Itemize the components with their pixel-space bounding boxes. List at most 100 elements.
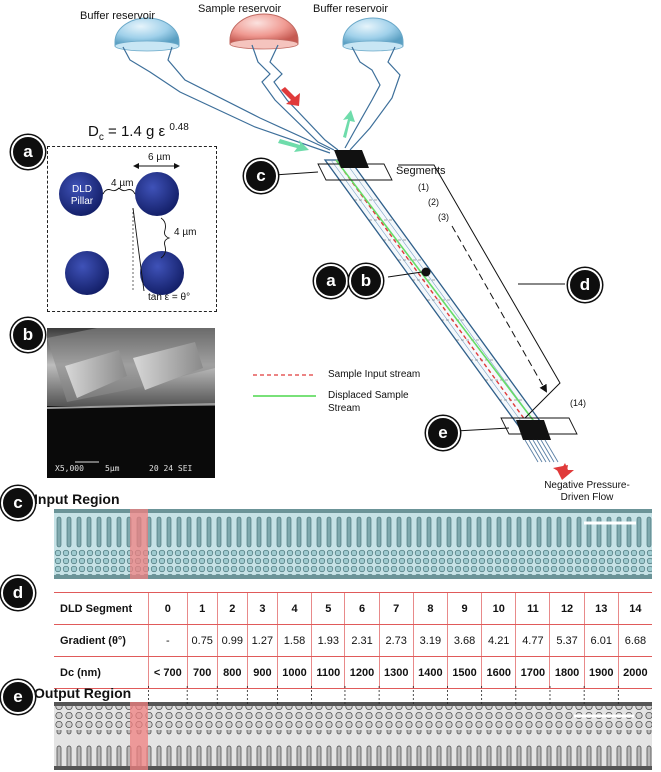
table-cell: - [148, 624, 188, 657]
panel-b-label: b [11, 318, 45, 352]
table-cell: 2 [216, 592, 248, 625]
table-cell: 1.93 [311, 624, 345, 657]
pillar-label-line1: DLD [71, 184, 92, 195]
sem-image: X5,000 5µm 20 24 SEI [47, 328, 215, 478]
table-cell: 0.75 [186, 624, 218, 657]
segment-14-label: (14) [570, 398, 587, 408]
table-cell: 2000 [617, 656, 652, 689]
table-cell: 2.73 [378, 624, 414, 657]
table-cell: 3.68 [446, 624, 482, 657]
table-cell: 2.31 [344, 624, 380, 657]
segments-title: Segments [396, 165, 446, 177]
row-header: Gradient (θ°) [54, 624, 149, 657]
panel-a-label: a [11, 135, 45, 169]
table-cell: 4 [276, 592, 312, 625]
dld-pillar-label: DLD Pillar [62, 184, 102, 208]
segments-bracket [398, 164, 561, 419]
table-cell: 0.99 [216, 624, 248, 657]
table-cell: 14 [617, 592, 652, 625]
device-label-a: a [314, 264, 348, 298]
panel-a-box [47, 146, 217, 312]
dld-main-channel [323, 150, 559, 463]
legend-displaced-line2: Stream [328, 403, 361, 414]
table-cell: < 700 [148, 656, 188, 689]
formula-body: = 1.4 g ε [103, 123, 170, 140]
dim-gap-h-label: 4 µm [111, 178, 134, 189]
table-cell: 1600 [481, 656, 516, 689]
table-cell: 1400 [412, 656, 448, 689]
table-cell: 4.77 [515, 624, 550, 657]
legend-sample-input: Sample Input stream [328, 369, 421, 380]
tan-label: tan ε = θ° [148, 292, 191, 303]
segment-3-label: (3) [438, 212, 449, 222]
buffer-reservoir-left [114, 17, 180, 52]
flow-arrows [278, 87, 574, 480]
device-schematic [114, 13, 578, 480]
output-region-label: e [1, 680, 35, 714]
region-boxes [317, 163, 578, 435]
dim-width-label: 6 µm [148, 152, 171, 163]
output-region-title: Output Region [34, 685, 132, 701]
table-label: d [1, 576, 35, 610]
device-label-b: b [349, 264, 383, 298]
legend-displaced: Displaced Sample Stream [328, 389, 409, 415]
sample-reservoir [229, 13, 299, 50]
formula-exponent: 0.48 [169, 122, 189, 133]
sem-info: 20 24 SEI [149, 464, 193, 473]
device-label-c: c [244, 159, 278, 193]
output-region-image [54, 702, 652, 770]
table-cell: 1100 [311, 656, 345, 689]
table-cell: 6 [344, 592, 380, 625]
inlet-channels [122, 44, 401, 154]
table-cell: 6.01 [583, 624, 619, 657]
input-region-image [54, 509, 652, 579]
table-cell: 12 [549, 592, 585, 625]
table-cell: 5 [311, 592, 345, 625]
negative-pressure-flow: Negative Pressure- Driven Flow [532, 480, 642, 504]
table-cell: 3 [246, 592, 278, 625]
connector-lines [273, 171, 565, 432]
input-region-title: Input Region [34, 491, 120, 507]
pillar-label-line2: Pillar [70, 196, 94, 207]
table-cell: 700 [186, 656, 218, 689]
table-cell: 5.37 [549, 624, 585, 657]
legend-displaced-line1: Displaced Sample [328, 390, 409, 401]
table-cell: 1700 [515, 656, 550, 689]
formula-subscript: c [98, 132, 104, 143]
buffer-reservoir-right [342, 17, 404, 52]
row-header: DLD Segment [54, 592, 149, 625]
table-cell: 1.27 [246, 624, 278, 657]
dim-gap-v-label: 4 µm [174, 227, 197, 238]
table-cell: 900 [246, 656, 278, 689]
table-cell: 800 [216, 656, 248, 689]
input-region-label: c [1, 486, 35, 520]
table-cell: 1500 [446, 656, 482, 689]
row-header: Dc (nm) [54, 656, 149, 689]
table-cell: 10 [481, 592, 516, 625]
table-cell: 9 [446, 592, 482, 625]
reservoir-label-left: Buffer reservoir [80, 10, 155, 22]
dc-formula: Dc = 1.4 g ε 0.48 [88, 122, 189, 143]
flow-line2: Driven Flow [560, 492, 614, 503]
table-cell: 8 [412, 592, 448, 625]
table-cell: 3.19 [412, 624, 448, 657]
table-cell: 1.58 [276, 624, 312, 657]
reservoir-label-right: Buffer reservoir [313, 3, 388, 15]
table-cell: 1800 [549, 656, 585, 689]
sem-mag: X5,000 [55, 464, 84, 473]
table-cell: 1200 [344, 656, 380, 689]
table-cell: 4.21 [481, 624, 516, 657]
table-cell: 11 [515, 592, 550, 625]
sem-scale: 5µm [105, 464, 120, 473]
table-cell: 7 [378, 592, 414, 625]
formula-prefix: D [88, 123, 99, 140]
segment-2-label: (2) [428, 197, 439, 207]
flow-line1: Negative Pressure- [544, 480, 630, 491]
table-cell: 1000 [276, 656, 312, 689]
table-cell: 1 [186, 592, 218, 625]
table-cell: 0 [148, 592, 188, 625]
table-output-dividers [148, 686, 619, 704]
